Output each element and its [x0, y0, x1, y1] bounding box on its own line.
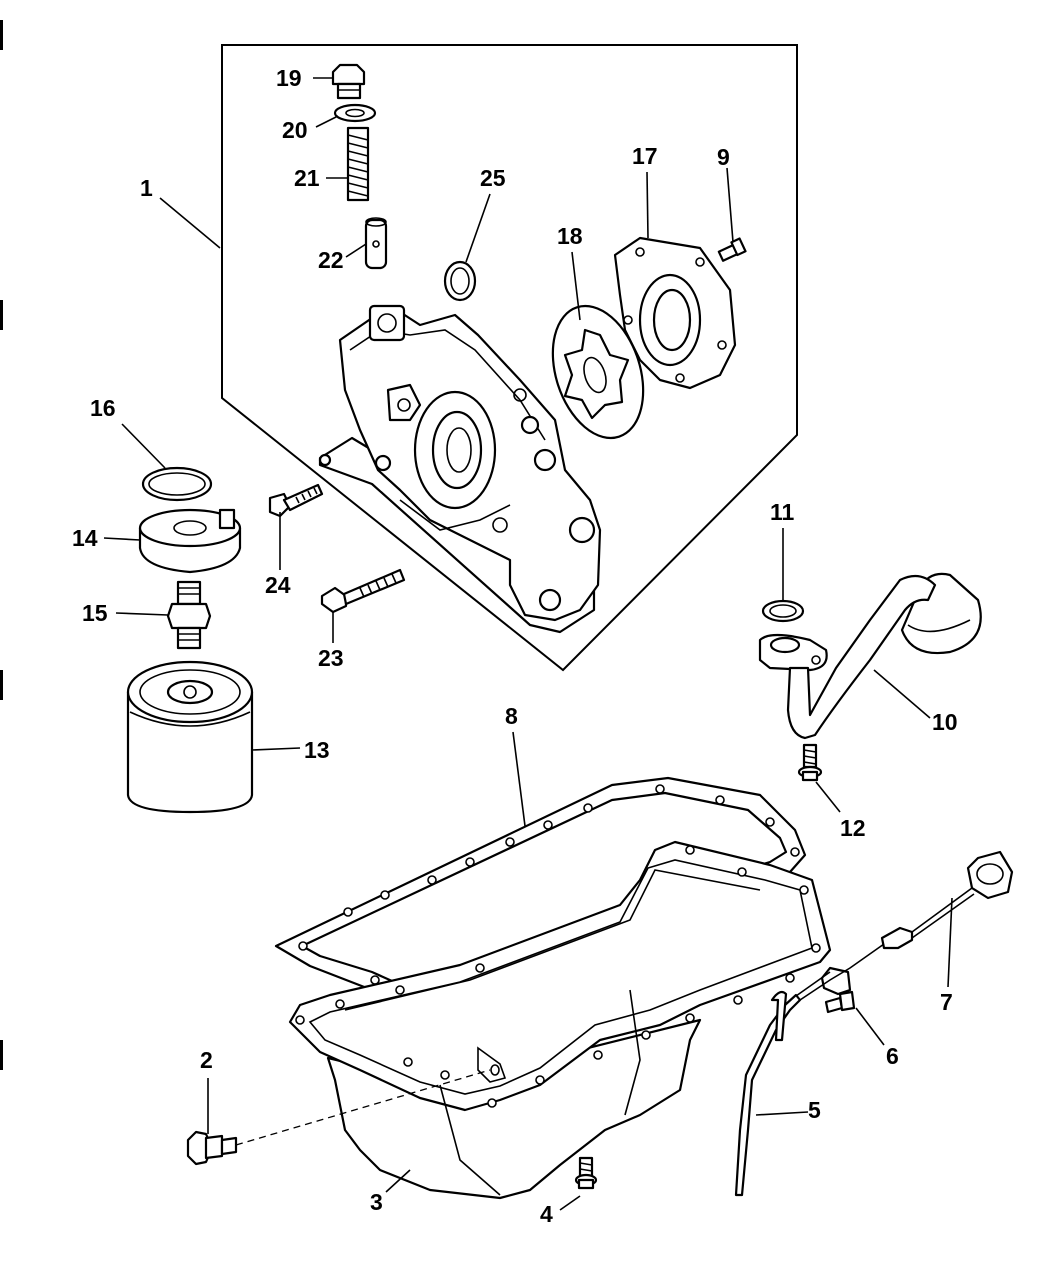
callout-13: 13: [304, 737, 330, 763]
pump-bolt-long: [320, 568, 406, 614]
left-edge-tick: [0, 300, 3, 330]
pump-cover-plate: [613, 236, 737, 390]
pump-bolt-short: [268, 483, 324, 518]
callout-7: 7: [940, 989, 953, 1015]
leader-lines: [103, 77, 953, 1211]
inner-rotor: [551, 304, 645, 440]
oil-pickup-tube: [758, 572, 982, 740]
callout-17: 17: [632, 143, 658, 169]
dipstick-tube-bolt: [824, 990, 856, 1014]
cover-screw: [717, 237, 747, 262]
callout-22: 22: [318, 247, 344, 273]
callout-5: 5: [808, 1097, 821, 1123]
dipstick-tube: [734, 966, 852, 1197]
left-edge-tick: [0, 20, 3, 50]
callout-3: 3: [370, 1189, 383, 1215]
callout-10: 10: [932, 709, 958, 735]
oil-filter: [126, 660, 254, 814]
callout-16: 16: [90, 395, 116, 421]
callout-24: 24: [265, 572, 291, 598]
callout-18: 18: [557, 223, 583, 249]
callout-8: 8: [505, 703, 518, 729]
oil-filter-adapter: [138, 508, 242, 574]
pump-o-ring: [443, 260, 477, 302]
callout-14: 14: [72, 525, 98, 551]
callout-labels: 1 2 3 4 5 6 7 8 9 10 11 12 13 14 15 16 1…: [72, 65, 958, 1227]
pickup-tube-bolt: [797, 743, 823, 782]
filter-mounting-nipple: [166, 580, 212, 650]
relief-valve-gasket: [333, 103, 377, 123]
callout-2: 2: [200, 1047, 213, 1073]
pickup-tube-o-ring: [761, 599, 805, 623]
callout-9: 9: [717, 144, 730, 170]
callout-1: 1: [140, 175, 153, 201]
assembly-group-outline: [221, 44, 798, 672]
left-edge-tick: [0, 670, 3, 700]
oil-pump-body: [318, 304, 602, 634]
left-edge-tick: [0, 1040, 3, 1070]
callout-12: 12: [840, 815, 866, 841]
callout-20: 20: [282, 117, 308, 143]
relief-valve-plug: [331, 63, 366, 100]
relief-valve-spring: [346, 126, 370, 202]
callout-25: 25: [480, 165, 506, 191]
oil-pan: [288, 840, 832, 1200]
callout-6: 6: [886, 1043, 899, 1069]
callout-15: 15: [82, 600, 108, 626]
callout-23: 23: [318, 645, 344, 671]
callout-19: 19: [276, 65, 302, 91]
oil-pan-drain-plug: [186, 1130, 238, 1166]
callout-21: 21: [294, 165, 320, 191]
callout-4: 4: [540, 1201, 553, 1227]
oil-pan-bolt: [574, 1156, 598, 1190]
callout-11: 11: [770, 499, 795, 525]
oil-dipstick: [799, 850, 1014, 1001]
relief-valve-plunger: [364, 217, 388, 270]
